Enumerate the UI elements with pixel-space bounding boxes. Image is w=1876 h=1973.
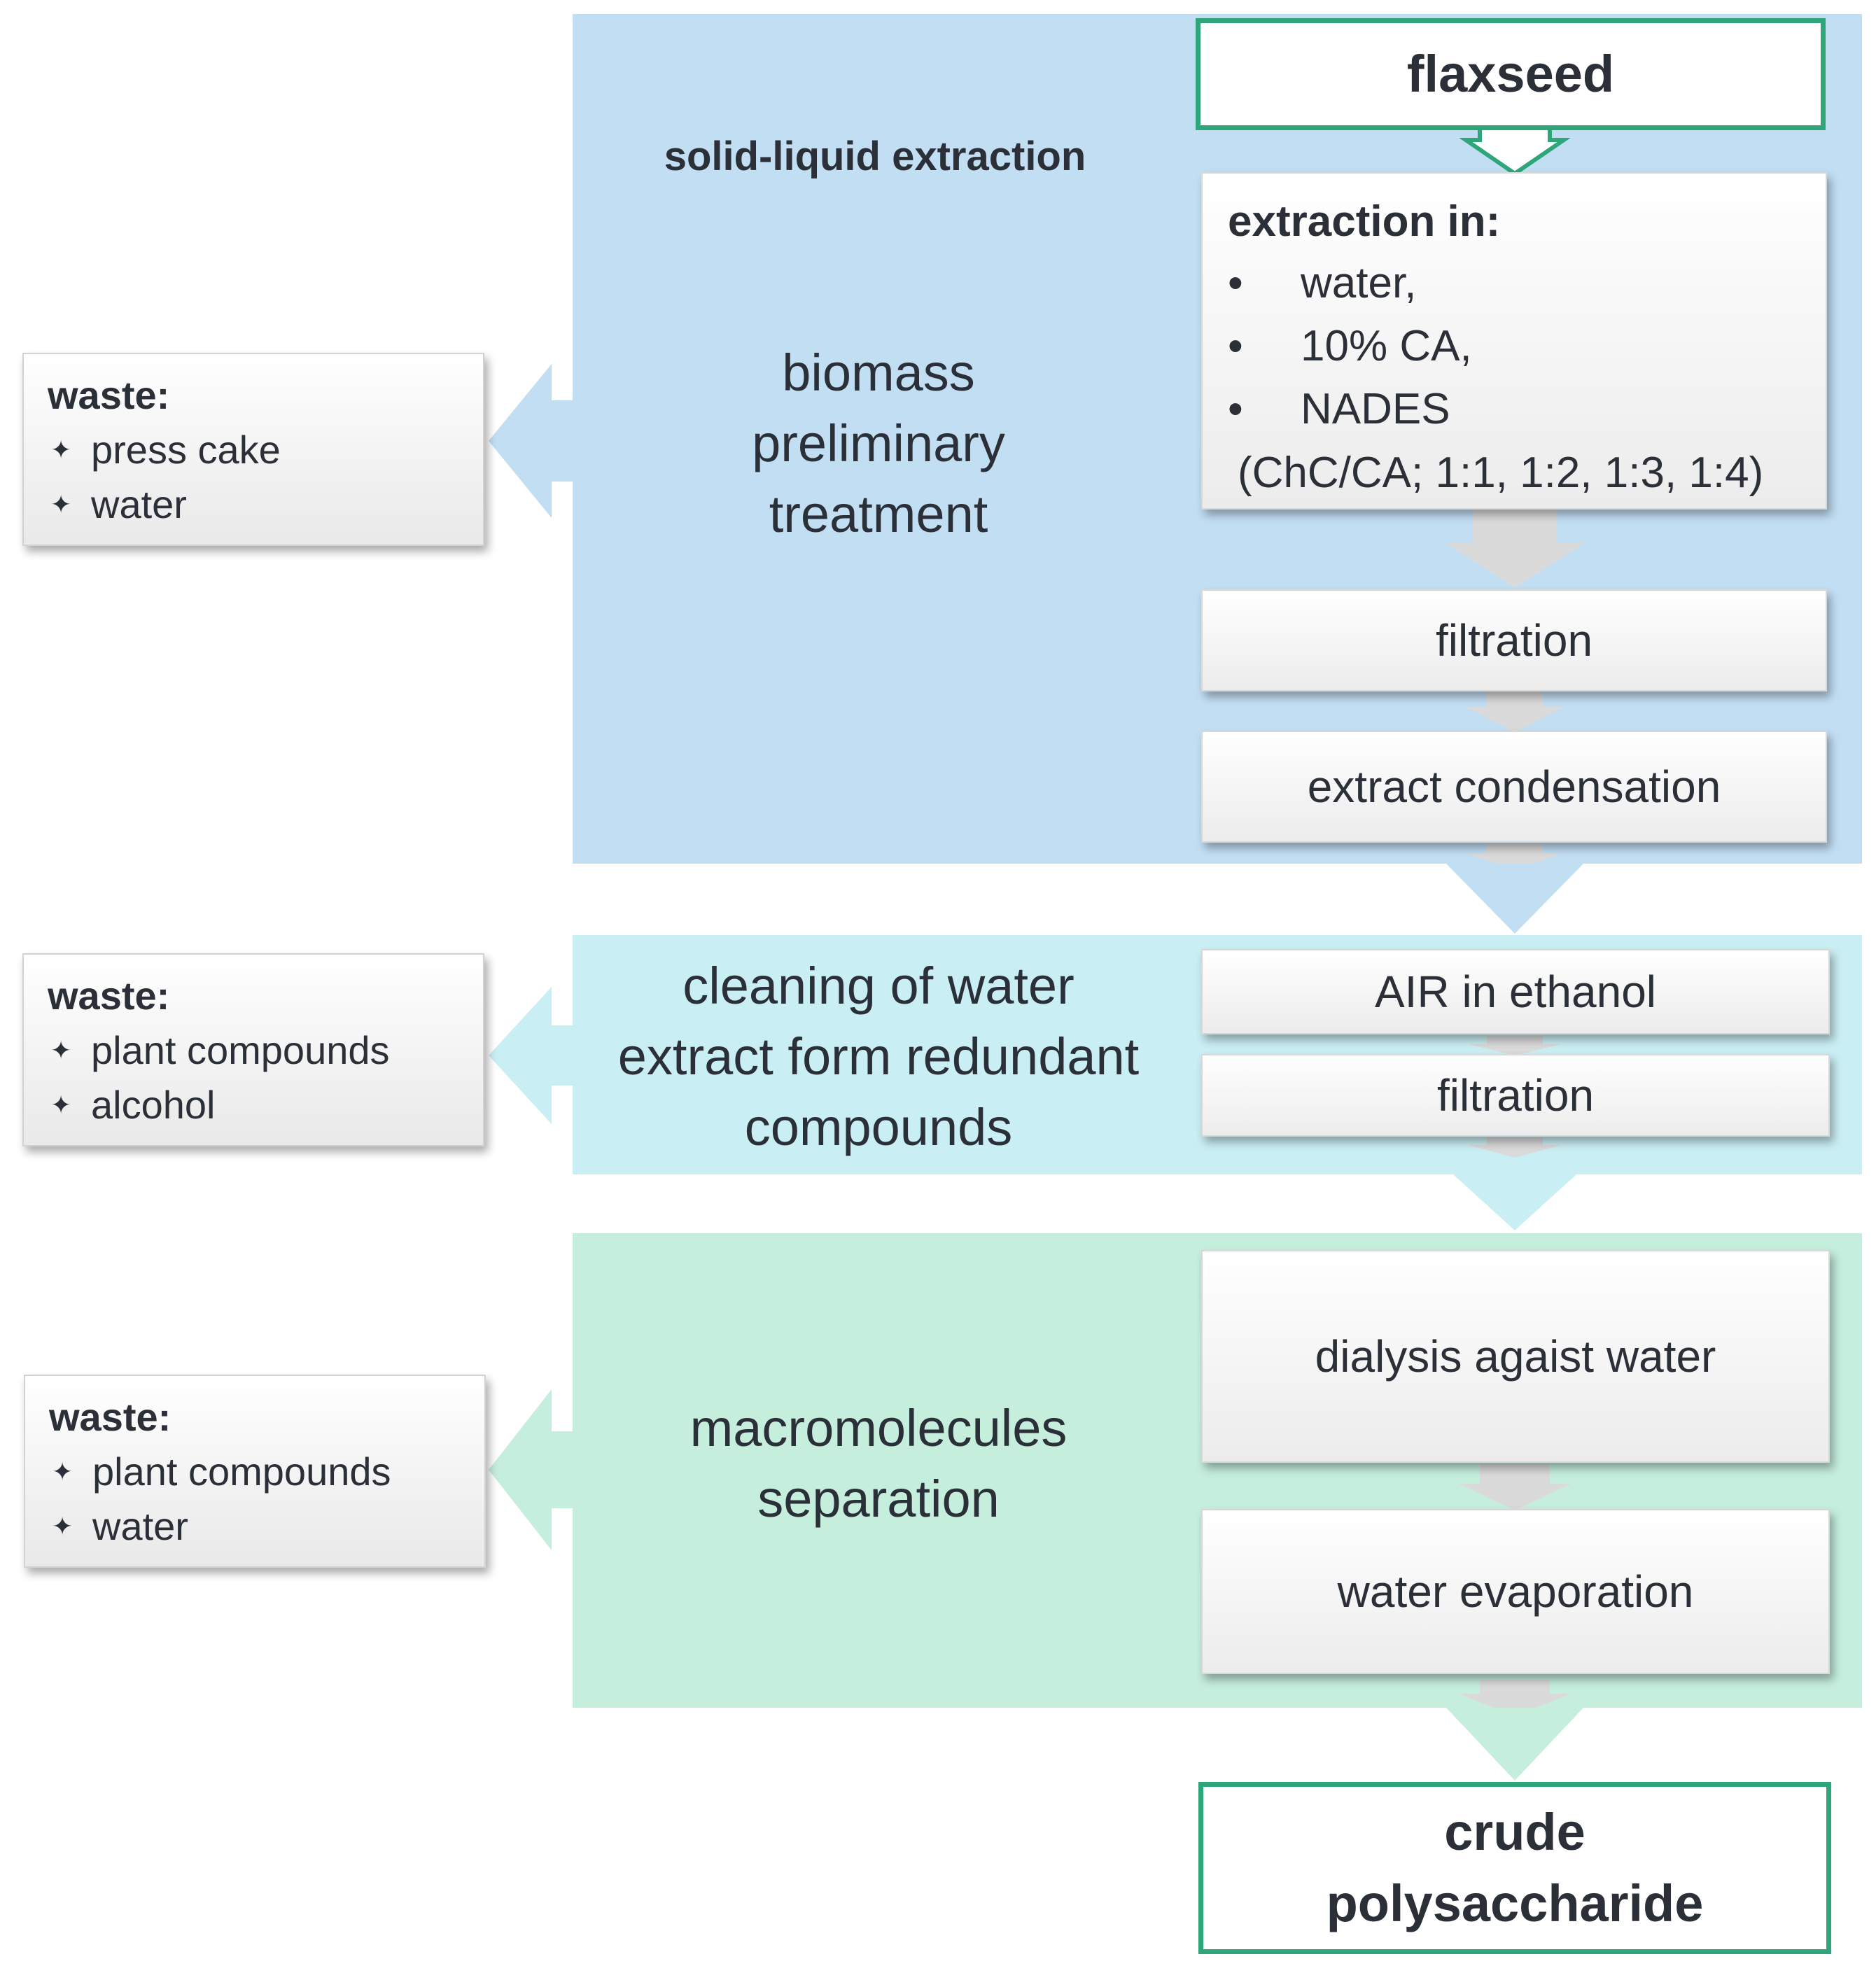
stage-label-biomass-preliminary-treatment: biomass preliminary treatment xyxy=(588,337,1169,549)
waste-arrow xyxy=(489,987,573,1124)
solvent-item: •water, xyxy=(1228,252,1826,315)
extraction-heading: extraction in: xyxy=(1228,197,1501,246)
step-box-extract-condensation: extract condensation xyxy=(1201,731,1827,843)
step-box-filtration: filtration xyxy=(1201,589,1827,691)
four-point-star-icon: ✦ xyxy=(50,490,72,519)
stage-label-cleaning: cleaning of water extract form redundant… xyxy=(574,950,1183,1163)
stage-label-line: macromolecules xyxy=(690,1399,1068,1457)
waste-box-stage-1: waste: ✦press cake ✦water xyxy=(22,353,484,546)
stage-label-line: treatment xyxy=(769,485,988,543)
stage-label-line: cleaning of water xyxy=(682,957,1074,1015)
nades-ratio-note: (ChC/CA; 1:1, 1:2, 1:3, 1:4) xyxy=(1238,449,1764,497)
stage-connector-arrow xyxy=(1446,864,1583,934)
solvent-item: •NADES xyxy=(1228,378,1826,441)
four-point-star-icon: ✦ xyxy=(50,435,72,464)
solvent-list: •water, •10% CA, •NADES xyxy=(1228,252,1826,441)
stage-label-line: biomass xyxy=(782,344,975,402)
solvent-item: •10% CA, xyxy=(1228,315,1826,378)
waste-item: ✦alcohol xyxy=(48,1078,483,1132)
end-label-line: crude xyxy=(1444,1803,1586,1861)
stage-label-macromolecules-separation: macromolecules separation xyxy=(588,1393,1169,1534)
waste-list: ✦plant compounds ✦alcohol xyxy=(48,1023,483,1132)
waste-title: waste: xyxy=(49,1395,172,1439)
step-arrow xyxy=(1459,1680,1571,1716)
step-box-air-in-ethanol: AIR in ethanol xyxy=(1201,949,1830,1034)
start-arrow xyxy=(1459,124,1571,176)
waste-item: ✦water xyxy=(49,1499,484,1554)
stage-label-line: extract form redundant xyxy=(617,1027,1140,1086)
start-label: flaxseed xyxy=(1406,45,1615,103)
step-box-filtration-2: filtration xyxy=(1201,1054,1830,1137)
waste-list: ✦press cake ✦water xyxy=(48,423,483,532)
bullet-icon: • xyxy=(1228,385,1243,433)
step-arrow xyxy=(1466,691,1564,732)
stage-title-solid-liquid-extraction: solid-liquid extraction xyxy=(664,134,1086,179)
stage-label-line: separation xyxy=(757,1470,1000,1528)
waste-list: ✦plant compounds ✦water xyxy=(49,1445,484,1554)
four-point-star-icon: ✦ xyxy=(52,1512,74,1540)
waste-box-stage-2: waste: ✦plant compounds ✦alcohol xyxy=(22,953,484,1146)
step-arrow xyxy=(1469,1137,1561,1158)
step-arrow xyxy=(1445,510,1585,588)
waste-arrow xyxy=(489,1389,573,1550)
end-box-crude-polysaccharide: crude polysaccharide xyxy=(1198,1782,1831,1954)
step-arrow xyxy=(1459,1464,1571,1510)
bullet-icon: • xyxy=(1228,259,1243,307)
stage-label-line: compounds xyxy=(744,1098,1013,1156)
waste-title: waste: xyxy=(48,974,170,1018)
stage-label-line: preliminary xyxy=(752,414,1005,472)
waste-item: ✦press cake xyxy=(48,423,483,477)
four-point-star-icon: ✦ xyxy=(52,1457,74,1486)
bullet-icon: • xyxy=(1228,322,1243,370)
step-box-water-evaporation: water evaporation xyxy=(1201,1509,1830,1674)
step-box-dialysis: dialysis agaist water xyxy=(1201,1250,1830,1463)
waste-box-stage-3: waste: ✦plant compounds ✦water xyxy=(24,1375,486,1568)
step-arrow xyxy=(1469,1036,1561,1055)
four-point-star-icon: ✦ xyxy=(50,1036,72,1065)
start-box-flaxseed: flaxseed xyxy=(1196,18,1826,130)
waste-item: ✦plant compounds xyxy=(49,1445,484,1499)
extraction-box: extraction in: •water, •10% CA, •NADES (… xyxy=(1201,172,1827,510)
four-point-star-icon: ✦ xyxy=(50,1090,72,1119)
stage-connector-arrow xyxy=(1446,1708,1583,1781)
waste-arrow xyxy=(489,364,573,518)
stage-connector-arrow xyxy=(1453,1174,1576,1230)
waste-item: ✦plant compounds xyxy=(48,1023,483,1078)
waste-item: ✦water xyxy=(48,477,483,532)
waste-title: waste: xyxy=(48,373,170,417)
end-label-line: polysaccharide xyxy=(1326,1874,1704,1932)
step-arrow xyxy=(1469,843,1561,871)
